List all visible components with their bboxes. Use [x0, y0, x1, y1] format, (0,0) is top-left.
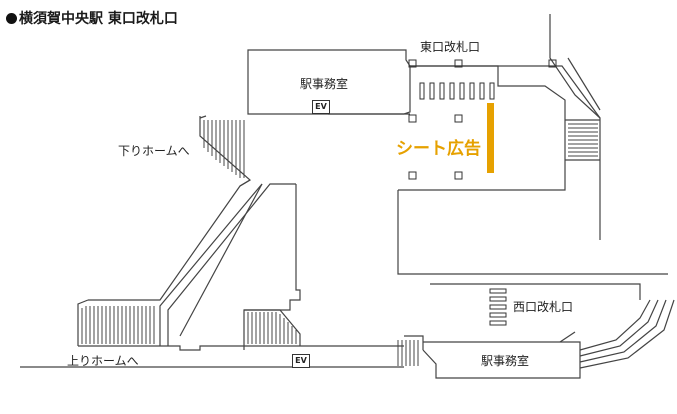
- bullet-dot-icon: [6, 13, 17, 24]
- east-concourse-outline: [398, 65, 566, 191]
- station-office-top-label: 駅事務室: [300, 77, 349, 91]
- station-office-bottom-outline: [422, 341, 581, 379]
- central-escalator: [159, 183, 263, 346]
- west-gate-turnstiles: [489, 288, 507, 326]
- stairs-center-lower: [247, 312, 297, 344]
- elevator-top-icon: EV: [312, 100, 330, 114]
- stairs-down-platform: [203, 120, 245, 178]
- stairs-right-upper: [568, 123, 598, 157]
- east-gate-turnstiles: [419, 82, 495, 100]
- elevator-bottom-icon: EV: [292, 354, 310, 368]
- pillars: [408, 59, 557, 180]
- upper-right-walls: [549, 14, 601, 119]
- map-title-text: 横須賀中央駅 東口改札口: [19, 11, 178, 27]
- stairs-west-lower: [397, 340, 419, 366]
- west-concourse-outline: [397, 190, 668, 275]
- station-office-bottom-label: 駅事務室: [481, 354, 530, 368]
- map-title: 横須賀中央駅 東口改札口: [6, 8, 178, 28]
- east-gate-label: 東口改札口: [420, 40, 481, 54]
- sheet-ad-label: シート広告: [396, 139, 481, 159]
- stairs-up-platform: [81, 306, 155, 344]
- down-platform-label: 下りホームへ: [118, 144, 190, 158]
- lower-boundary-walls: [78, 345, 404, 351]
- west-gate-label: 西口改札口: [513, 300, 574, 314]
- station-office-top-outline: [247, 49, 411, 115]
- up-platform-label: 上りホームへ: [67, 354, 139, 368]
- sheet-ad-marker: [487, 103, 494, 173]
